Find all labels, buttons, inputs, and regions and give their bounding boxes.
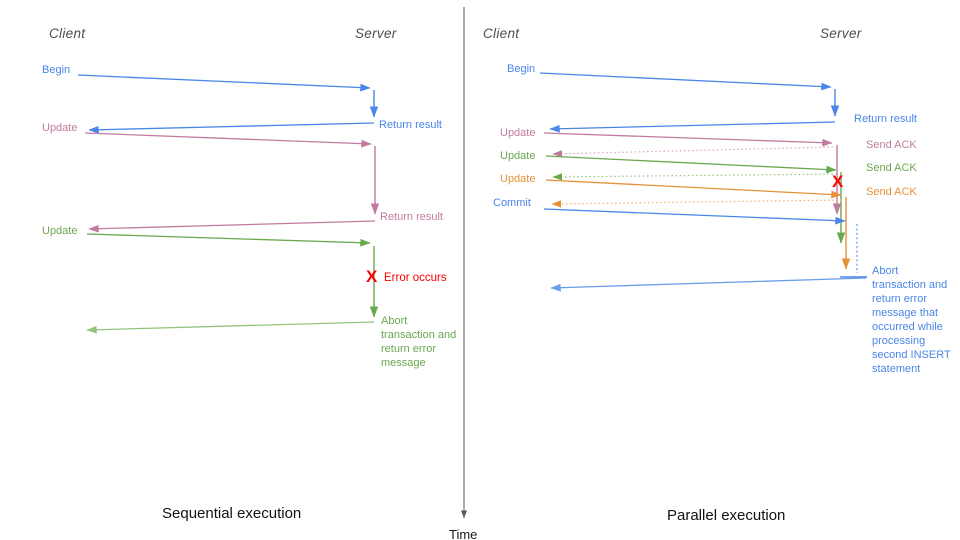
par-begin-label: Begin [507, 63, 536, 75]
par-panel-title: Parallel execution [667, 507, 786, 524]
seq-abort-return-arrow [86, 321, 375, 334]
seq-update-2-request-arrow [86, 233, 371, 247]
par-client-header: Client [483, 26, 520, 41]
par-server-header: Server [820, 26, 862, 41]
seq-error-occurs-label: Error occurs [384, 272, 447, 284]
par-update-1-request-arrow [543, 132, 833, 147]
seq-panel-title: Sequential execution [162, 505, 302, 522]
seq-begin-label: Begin [42, 64, 71, 76]
seq-client-header: Client [49, 26, 86, 41]
seq-update-2-label: Update [42, 225, 78, 237]
par-return-result-arrow [549, 121, 836, 133]
par-update-1-label: Update [500, 127, 536, 139]
par-update-2-label: Update [500, 150, 536, 162]
par-update-3-label: Update [500, 173, 536, 185]
par-send-ack-3-label: Send ACK [866, 186, 917, 198]
par-commit-label: Commit [493, 197, 531, 209]
seq-server-header: Server [355, 26, 397, 41]
seq-return-result-2-label: Return result [380, 211, 443, 223]
par-send-ack-1-arrow [552, 146, 834, 158]
seq-begin-request-arrow [77, 74, 371, 92]
par-update-2-request-arrow [545, 155, 837, 174]
time-axis-label: Time [449, 527, 478, 540]
par-abort-return-arrow [550, 277, 867, 292]
par-commit-request-arrow [543, 208, 846, 225]
seq-update-1-label: Update [42, 122, 78, 134]
par-begin-request-arrow [539, 72, 832, 91]
par-send-ack-2-arrow [552, 173, 838, 181]
seq-return-result-1-label: Return result [379, 119, 442, 131]
seq-return-result-1-arrow [88, 122, 375, 134]
seq-return-result-2-arrow [88, 220, 376, 233]
seq-update-1-request-arrow [84, 132, 372, 148]
seq-abort-message-label: Abort transaction and return error messa… [381, 315, 457, 369]
seq-error-x-icon: X [366, 267, 378, 286]
par-update-3-request-arrow [545, 179, 842, 199]
par-send-ack-1-label: Send ACK [866, 139, 917, 151]
par-error-x-icon: X [832, 172, 844, 191]
par-send-ack-3-arrow [551, 199, 843, 208]
par-send-ack-2-label: Send ACK [866, 162, 917, 174]
par-abort-message-label: Abort transaction and return error messa… [872, 265, 951, 375]
par-return-result-label: Return result [854, 113, 917, 125]
